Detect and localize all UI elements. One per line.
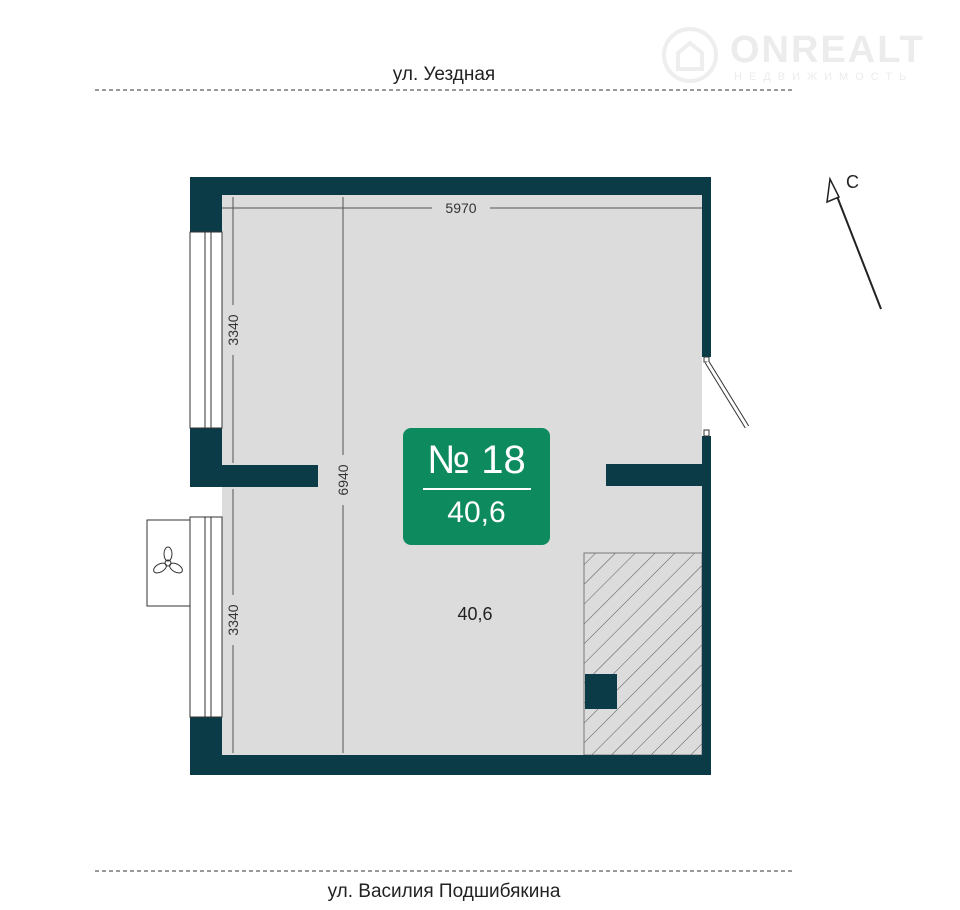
logo-tagline: НЕДВИЖИМОСТЬ bbox=[734, 71, 914, 83]
dim-length: 6940 bbox=[335, 464, 351, 495]
unit-area: 40,6 bbox=[447, 495, 506, 529]
dim-lower-window: 3340 bbox=[225, 604, 241, 635]
fan-icon bbox=[153, 546, 183, 574]
walls bbox=[190, 177, 711, 775]
compass-arrow-icon bbox=[826, 176, 882, 310]
home-pin-icon bbox=[662, 27, 718, 83]
logo-name: ONREALT bbox=[730, 29, 925, 71]
windows bbox=[189, 231, 223, 718]
column bbox=[585, 674, 617, 709]
door bbox=[703, 356, 750, 437]
compass-label: С bbox=[846, 172, 859, 192]
dim-upper-window: 3340 bbox=[225, 314, 241, 345]
street-bottom: ул. Василия Подшибякина bbox=[327, 881, 561, 902]
street-top: ул. Уездная bbox=[392, 64, 496, 85]
unit-badge: № 18 40,6 bbox=[403, 428, 550, 545]
badge-divider bbox=[422, 488, 531, 490]
room-area: 40,6 bbox=[457, 604, 492, 624]
hatched-area bbox=[583, 552, 703, 756]
unit-number: № 18 bbox=[427, 438, 526, 482]
logo-watermark: ONREALT НЕДВИЖИМОСТЬ bbox=[660, 25, 940, 85]
ac-unit bbox=[146, 519, 191, 607]
dim-width: 5970 bbox=[445, 200, 476, 216]
